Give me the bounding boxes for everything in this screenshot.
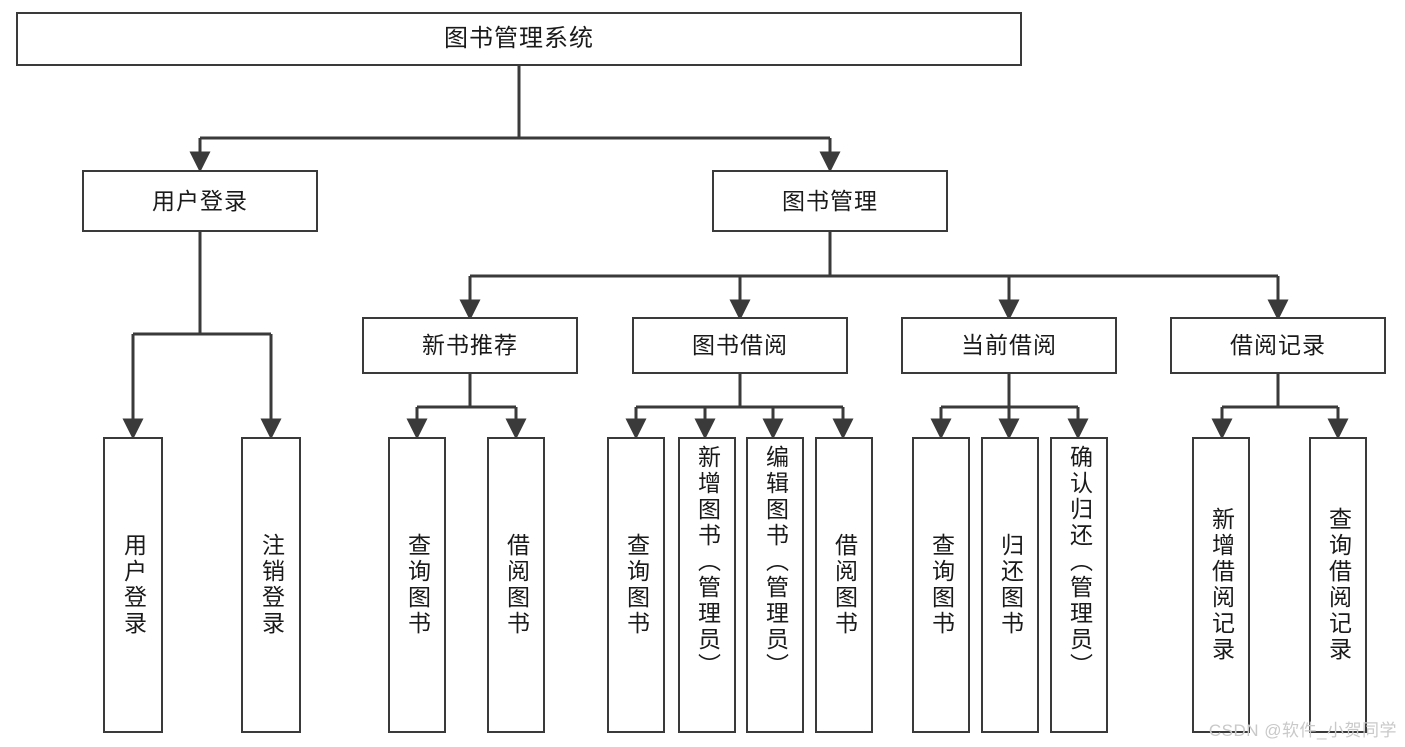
leaf-current-borrow-confirm-label: 确认归还（管理员） (1066, 445, 1093, 679)
leaf-user-login-signin[interactable]: 用户登录 (103, 437, 163, 733)
leaf-borrow-record-query[interactable]: 查询借阅记录 (1309, 437, 1367, 733)
node-new-book-recommend[interactable]: 新书推荐 (362, 317, 578, 374)
leaf-book-borrow-edit-label: 编辑图书（管理员） (762, 445, 789, 679)
leaf-current-borrow-confirm[interactable]: 确认归还（管理员） (1050, 437, 1108, 733)
leaf-new-book-borrow-label: 借阅图书 (503, 533, 530, 637)
node-borrow-record-label: 借阅记录 (1230, 332, 1326, 359)
node-book-management-label: 图书管理 (782, 187, 878, 214)
leaf-book-borrow-add[interactable]: 新增图书（管理员） (678, 437, 736, 733)
leaf-current-borrow-return[interactable]: 归还图书 (981, 437, 1039, 733)
leaf-user-login-signin-label: 用户登录 (120, 533, 147, 637)
node-borrow-record[interactable]: 借阅记录 (1170, 317, 1386, 374)
leaf-borrow-record-add-label: 新增借阅记录 (1208, 507, 1235, 663)
leaf-user-login-signout-label: 注销登录 (258, 533, 285, 637)
leaf-borrow-record-query-label: 查询借阅记录 (1325, 507, 1352, 663)
node-book-borrow-label: 图书借阅 (692, 332, 788, 359)
node-book-borrow[interactable]: 图书借阅 (632, 317, 848, 374)
node-new-book-recommend-label: 新书推荐 (422, 332, 518, 359)
leaf-new-book-query-label: 查询图书 (404, 533, 431, 637)
leaf-book-borrow-lend[interactable]: 借阅图书 (815, 437, 873, 733)
leaf-user-login-signout[interactable]: 注销登录 (241, 437, 301, 733)
node-current-borrow[interactable]: 当前借阅 (901, 317, 1117, 374)
leaf-book-borrow-edit[interactable]: 编辑图书（管理员） (746, 437, 804, 733)
node-root[interactable]: 图书管理系统 (16, 12, 1022, 66)
leaf-borrow-record-add[interactable]: 新增借阅记录 (1192, 437, 1250, 733)
leaf-book-borrow-lend-label: 借阅图书 (831, 533, 858, 637)
node-root-label: 图书管理系统 (444, 25, 594, 52)
csdn-watermark: CSDN @软件_小贺同学 (1208, 721, 1397, 740)
node-current-borrow-label: 当前借阅 (961, 332, 1057, 359)
leaf-new-book-query[interactable]: 查询图书 (388, 437, 446, 733)
node-user-login-label: 用户登录 (152, 187, 248, 214)
leaf-current-borrow-query[interactable]: 查询图书 (912, 437, 970, 733)
node-book-management[interactable]: 图书管理 (712, 170, 948, 232)
leaf-book-borrow-add-label: 新增图书（管理员） (694, 445, 721, 679)
leaf-current-borrow-query-label: 查询图书 (928, 533, 955, 637)
node-user-login[interactable]: 用户登录 (82, 170, 318, 232)
leaf-current-borrow-return-label: 归还图书 (997, 533, 1024, 637)
leaf-book-borrow-query[interactable]: 查询图书 (607, 437, 665, 733)
leaf-book-borrow-query-label: 查询图书 (623, 533, 650, 637)
leaf-new-book-borrow[interactable]: 借阅图书 (487, 437, 545, 733)
